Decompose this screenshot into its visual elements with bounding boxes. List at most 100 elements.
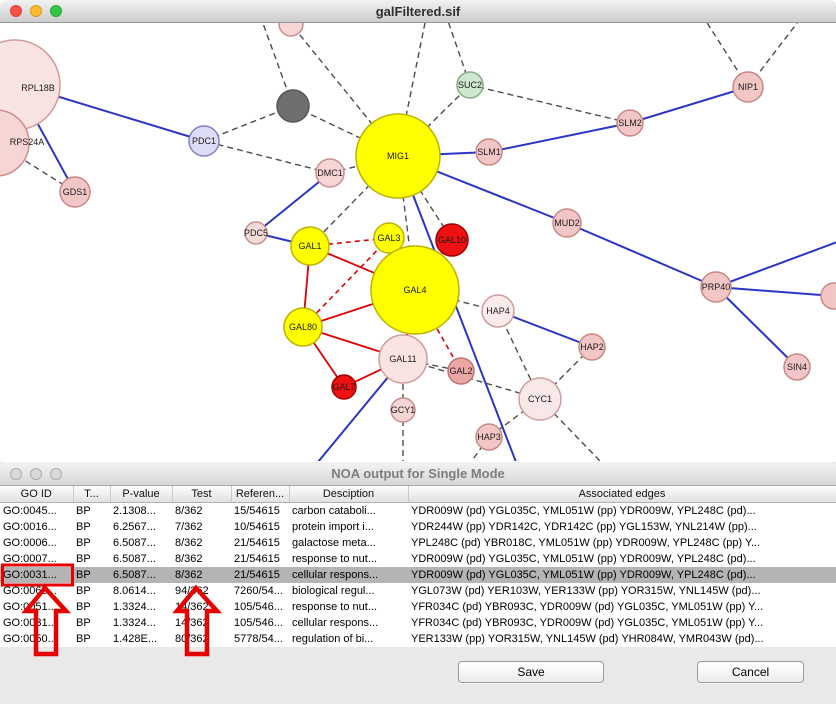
graph-node-GAL3[interactable]	[373, 222, 405, 254]
table-cell[interactable]: BP	[73, 615, 110, 631]
column-header-pvalue[interactable]: P-value	[110, 486, 173, 503]
graph-edge[interactable]	[203, 105, 294, 142]
table-cell[interactable]: YDR244W (pp) YDR142C, YDR142C (pp) YGL15…	[408, 519, 836, 535]
graph-node-PDC1[interactable]	[188, 125, 220, 157]
table-cell[interactable]: 21/54615	[231, 535, 289, 551]
table-cell[interactable]: 8/362	[172, 567, 231, 583]
table-cell[interactable]: 6.5087...	[110, 535, 172, 551]
table-cell[interactable]: 14/362	[172, 615, 231, 631]
zoom-window-button[interactable]	[50, 5, 62, 17]
table-cell[interactable]: YDR009W (pd) YGL035C, YML051W (pp) YDR00…	[408, 567, 836, 583]
table-cell[interactable]: regulation of bi...	[289, 631, 408, 647]
graph-node-GAL10[interactable]	[435, 223, 469, 257]
graph-node-PDC5[interactable]	[244, 221, 268, 245]
table-cell[interactable]: protein import i...	[289, 519, 408, 535]
table-cell[interactable]: 8/362	[172, 551, 231, 567]
table-cell[interactable]: GO:0050...	[0, 631, 73, 647]
minimize-window-button[interactable]	[30, 5, 42, 17]
graph-edge[interactable]	[629, 86, 749, 124]
column-header-desciption[interactable]: Desciption	[289, 486, 409, 503]
graph-node-GAL2[interactable]	[447, 357, 475, 385]
table-cell[interactable]: GO:0051...	[0, 599, 73, 615]
table-cell[interactable]: YFR034C (pd) YBR093C, YDR009W (pd) YGL03…	[408, 615, 836, 631]
table-cell[interactable]: BP	[73, 567, 110, 583]
graph-edge[interactable]	[488, 122, 631, 153]
graph-edge[interactable]	[469, 84, 631, 124]
table-cell[interactable]: GO:0006...	[0, 535, 73, 551]
table-cell[interactable]: YGL073W (pd) YER103W, YER133W (pp) YOR31…	[408, 583, 836, 599]
table-cell[interactable]: 15/54615	[231, 502, 289, 519]
table-cell[interactable]: YFR034C (pd) YBR093C, YDR009W (pd) YGL03…	[408, 599, 836, 615]
graph-node-SIN4[interactable]	[783, 353, 811, 381]
graph-node-GAL7[interactable]	[331, 374, 357, 400]
graph-node-unlabeled[interactable]	[276, 89, 310, 123]
table-cell[interactable]: YER133W (pp) YOR315W, YNL145W (pd) YHR08…	[408, 631, 836, 647]
graph-node-GAL80[interactable]	[283, 307, 323, 347]
table-cell[interactable]: cellular respons...	[289, 567, 408, 583]
graph-edge[interactable]	[255, 172, 331, 234]
graph-node-CYC1[interactable]	[518, 377, 562, 421]
table-cell[interactable]: 1.3324...	[110, 615, 172, 631]
table-cell[interactable]: 5778/54...	[231, 631, 289, 647]
table-cell[interactable]: 21/54615	[231, 567, 289, 583]
graph-node-DMC1[interactable]	[315, 158, 345, 188]
table-cell[interactable]: 2.1308...	[110, 502, 172, 519]
column-header-goid[interactable]: GO ID	[0, 486, 74, 503]
table-cell[interactable]: 80/362	[172, 631, 231, 647]
column-header-referen[interactable]: Referen...	[231, 486, 290, 503]
table-cell[interactable]: BP	[73, 502, 110, 519]
graph-node-GDS1[interactable]	[59, 176, 91, 208]
table-cell[interactable]: 8/362	[172, 535, 231, 551]
table-cell[interactable]: GO:0007...	[0, 551, 73, 567]
graph-node-HAP3[interactable]	[475, 423, 503, 451]
table-cell[interactable]: GO:0031...	[0, 567, 73, 583]
table-cell[interactable]: galactose meta...	[289, 535, 408, 551]
table-cell[interactable]: 8.0614...	[110, 583, 172, 599]
graph-edge[interactable]	[302, 237, 390, 328]
graph-node-SLM1[interactable]	[475, 138, 503, 166]
table-cell[interactable]: BP	[73, 631, 110, 647]
graph-node-MIG1[interactable]	[355, 113, 441, 199]
graph-edge[interactable]	[203, 140, 331, 174]
graph-node-HAP4[interactable]	[481, 294, 515, 328]
table-cell[interactable]: 6.5087...	[110, 567, 172, 583]
graph-node-RPS24A[interactable]	[0, 109, 30, 177]
table-cell[interactable]: GO:0031...	[0, 615, 73, 631]
graph-edge[interactable]	[397, 84, 471, 157]
table-cell[interactable]: response to nut...	[289, 551, 408, 567]
graph-node-GAL1[interactable]	[290, 226, 330, 266]
graph-node-NIP1[interactable]	[732, 71, 764, 103]
table-cell[interactable]: BP	[73, 519, 110, 535]
graph-node-GCY1[interactable]	[390, 397, 416, 423]
graph-edge[interactable]	[497, 310, 593, 348]
minimize-window-button-inactive[interactable]	[30, 468, 42, 480]
close-window-button-inactive[interactable]	[10, 468, 22, 480]
column-header-test[interactable]: Test	[172, 486, 232, 503]
table-cell[interactable]: 6.5087...	[110, 551, 172, 567]
table-cell[interactable]: BP	[73, 599, 110, 615]
table-cell[interactable]: GO:0045...	[0, 502, 73, 519]
zoom-window-button-inactive[interactable]	[50, 468, 62, 480]
graph-node-unlabeled[interactable]	[820, 282, 836, 310]
table-cell[interactable]: 1.3324...	[110, 599, 172, 615]
graph-node-unlabeled[interactable]	[278, 23, 304, 37]
graph-edge[interactable]	[566, 222, 717, 288]
graph-node-PRP40[interactable]	[700, 271, 732, 303]
table-cell[interactable]: 94/362	[172, 583, 231, 599]
graph-edge[interactable]	[414, 289, 462, 372]
table-cell[interactable]: response to nut...	[289, 599, 408, 615]
table-cell[interactable]: 14/362	[172, 599, 231, 615]
table-cell[interactable]: 1.428E...	[110, 631, 172, 647]
save-button[interactable]: Save	[458, 661, 604, 683]
graph-node-GAL11[interactable]	[378, 334, 428, 384]
table-cell[interactable]: 105/546...	[231, 615, 289, 631]
table-cell[interactable]: 7/362	[172, 519, 231, 535]
graph-node-SLM2[interactable]	[616, 109, 644, 137]
